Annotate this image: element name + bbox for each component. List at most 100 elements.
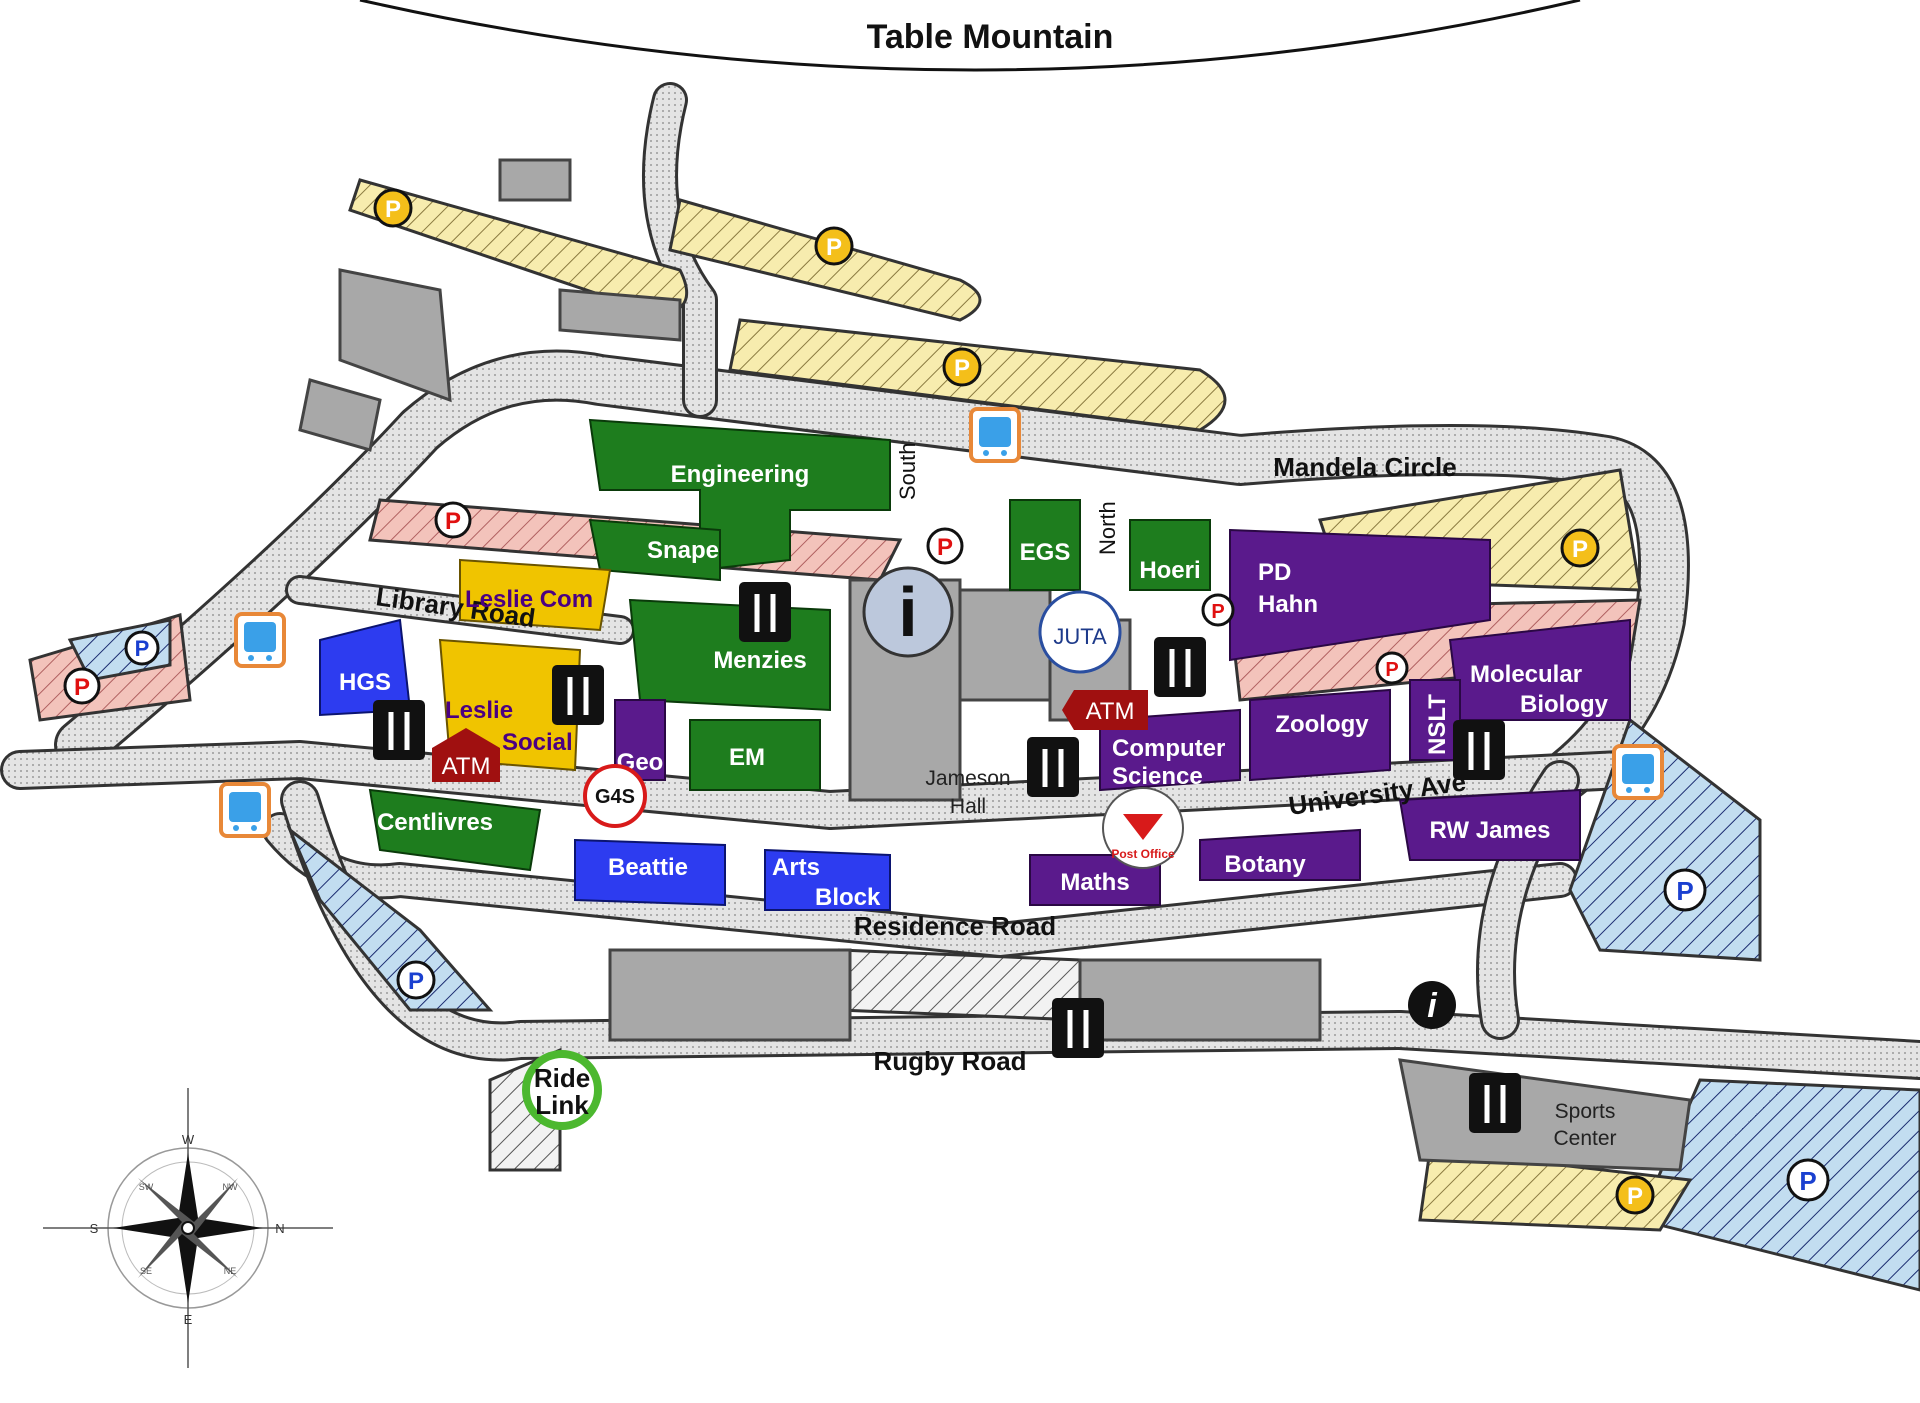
rugby-road-label: Rugby Road xyxy=(873,1046,1026,1076)
sports-center-label-2: Center xyxy=(1553,1127,1616,1150)
parking-markers: P P P P P P P P P P P P P P xyxy=(63,188,1830,1215)
zoology-label: Zoology xyxy=(1275,711,1369,738)
svg-text:N: N xyxy=(275,1221,284,1236)
parking-icon: P xyxy=(373,188,413,228)
geo-building xyxy=(614,699,666,781)
svg-text:P: P xyxy=(826,234,842,261)
north-road-label: North xyxy=(1095,501,1120,555)
pd-hahn-label-2: Hahn xyxy=(1258,591,1318,618)
parking-icon: P xyxy=(1201,593,1235,627)
bus-stop-icon xyxy=(234,612,286,668)
pd-hahn-label-1: PD xyxy=(1258,559,1291,586)
svg-text:P: P xyxy=(1627,1183,1643,1210)
beattie-label: Beattie xyxy=(608,854,688,881)
parking-icon: P xyxy=(1663,868,1707,912)
g4s-icon: G4S xyxy=(583,764,647,828)
svg-text:P: P xyxy=(408,968,424,995)
restaurant-icon xyxy=(739,582,791,642)
arts-block-building xyxy=(764,848,891,911)
hoeri-label: Hoeri xyxy=(1139,557,1200,584)
svg-text:P: P xyxy=(954,355,970,382)
parking-icon: P xyxy=(814,226,854,266)
arts-block-label-1: Arts xyxy=(772,854,820,881)
em-label: EM xyxy=(729,744,765,771)
rw-james-label: RW James xyxy=(1430,817,1551,844)
residence-road-label: Residence Road xyxy=(854,911,1056,941)
botany-label: Botany xyxy=(1224,851,1306,878)
jameson-hall-label-2: Hall xyxy=(950,795,986,818)
info-markers: i i xyxy=(862,566,1456,1029)
nslt-label: NSLT xyxy=(1424,694,1451,755)
atm-icon: ATM xyxy=(432,728,500,782)
svg-text:Ride: Ride xyxy=(534,1063,590,1093)
info-icon: i xyxy=(1408,981,1456,1029)
info-icon: i xyxy=(862,566,954,658)
leslie-social-label-1: Leslie xyxy=(445,697,513,724)
restaurant-icon xyxy=(1052,998,1104,1058)
engineering-label: Engineering xyxy=(671,461,810,488)
computer-science-label-2: Science xyxy=(1112,763,1203,790)
engineering-zone xyxy=(368,418,1211,872)
svg-text:NW: NW xyxy=(223,1182,238,1192)
svg-text:Post Office: Post Office xyxy=(1111,847,1175,861)
svg-text:JUTA: JUTA xyxy=(1053,624,1107,649)
centlivres-label: Centlivres xyxy=(377,809,493,836)
maths-label: Maths xyxy=(1060,869,1129,896)
parking-icon: P xyxy=(1375,651,1409,685)
svg-text:G4S: G4S xyxy=(595,786,635,808)
svg-text:P: P xyxy=(135,636,150,661)
parking-icon: P xyxy=(1560,528,1600,568)
hoeri-building xyxy=(1129,519,1211,591)
bus-stop-icon xyxy=(219,782,271,838)
compass-rose: W E S N SW NW SE NE xyxy=(43,1088,333,1368)
svg-text:S: S xyxy=(90,1221,99,1236)
juta-icon: JUTA xyxy=(1038,590,1122,674)
parking-icon: P xyxy=(926,527,964,565)
svg-text:ATM: ATM xyxy=(1086,698,1135,725)
restaurant-icon xyxy=(1027,737,1079,797)
svg-text:P: P xyxy=(1572,536,1588,563)
building-labels: Engineering Snape Menzies EM EGS Hoeri P… xyxy=(339,461,1617,1150)
parking-icon: P xyxy=(942,347,982,387)
svg-text:P: P xyxy=(385,196,401,223)
leslie-com-building xyxy=(459,558,612,632)
svg-text:SE: SE xyxy=(140,1266,152,1276)
svg-text:P: P xyxy=(74,674,90,701)
molecular-biology-label-2: Biology xyxy=(1520,691,1609,718)
science-zone xyxy=(614,528,1631,906)
beattie-building xyxy=(574,838,726,907)
zoology-building xyxy=(1249,688,1391,782)
leslie-com-label: Leslie Com xyxy=(465,586,593,613)
centlivres-building xyxy=(368,788,542,872)
restaurant-icon xyxy=(1154,637,1206,697)
snape-building xyxy=(588,518,721,582)
parking-icon: P xyxy=(434,501,472,539)
map-title: Table Mountain xyxy=(867,18,1114,56)
humanities-zone xyxy=(319,618,891,911)
mandela-circle-label: Mandela Circle xyxy=(1273,452,1457,482)
svg-text:NE: NE xyxy=(224,1266,237,1276)
atm-icon: ATM xyxy=(1062,690,1148,730)
svg-text:SW: SW xyxy=(139,1182,154,1192)
restaurant-icon xyxy=(1469,1073,1521,1133)
atm-markers: ATM ATM xyxy=(432,690,1148,782)
svg-text:P: P xyxy=(937,534,953,561)
svg-text:i: i xyxy=(898,573,917,651)
svg-text:P: P xyxy=(1799,1166,1816,1196)
svg-text:Link: Link xyxy=(535,1090,589,1120)
parking-icon: P xyxy=(124,630,160,666)
engineering-building xyxy=(588,418,891,572)
south-road-label: South xyxy=(895,443,920,501)
egs-label: EGS xyxy=(1020,539,1071,566)
em-building xyxy=(689,719,821,791)
bus-stop-icon xyxy=(969,407,1021,463)
mountain-boundary xyxy=(359,0,1581,72)
svg-text:i: i xyxy=(1427,987,1438,1025)
restaurant-icon xyxy=(373,700,425,760)
leslie-social-label-2: Social xyxy=(502,729,573,756)
restaurant-icon xyxy=(1453,720,1505,780)
restaurant-icon xyxy=(552,665,604,725)
svg-text:E: E xyxy=(184,1312,193,1327)
ride-link-icon: Ride Link xyxy=(522,1050,602,1130)
